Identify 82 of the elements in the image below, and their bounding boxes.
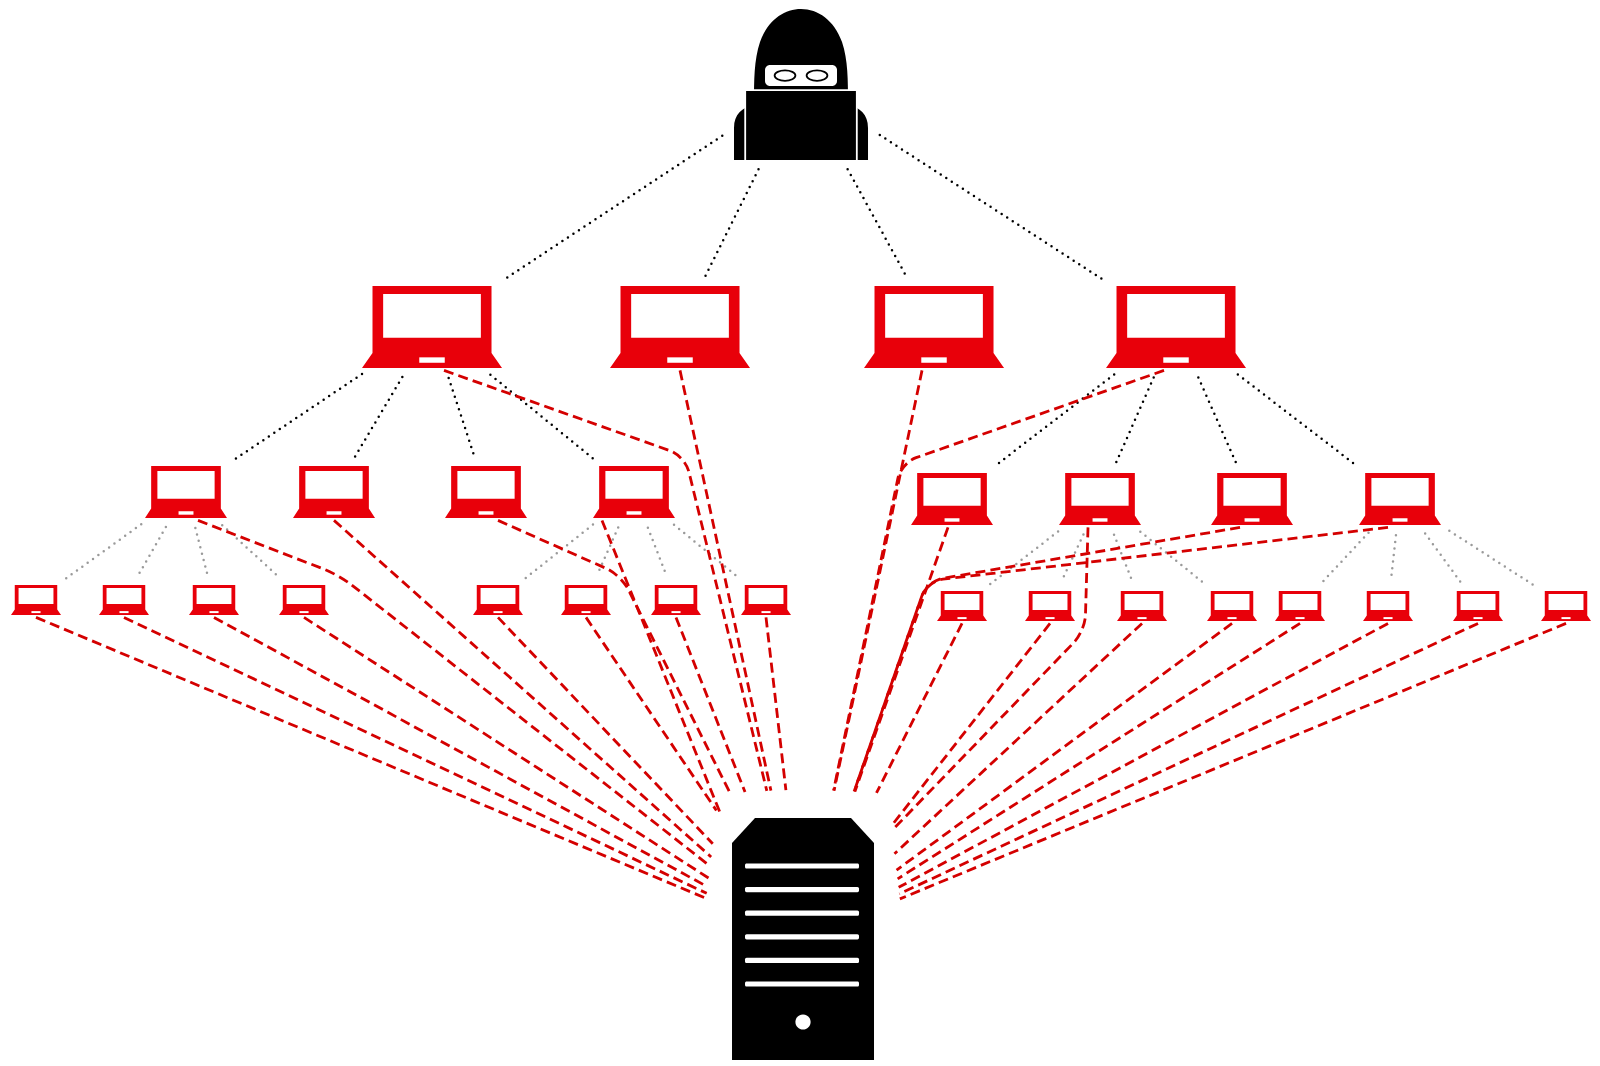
laptop-icon (1363, 591, 1413, 621)
dashed-line (333, 519, 713, 858)
laptop-icon (445, 466, 527, 518)
laptop-icon (864, 286, 1004, 368)
dashed-line (853, 526, 950, 793)
dotted-line (501, 134, 724, 282)
dashed-line (600, 519, 723, 817)
dashed-line (852, 526, 1241, 792)
dotted-line (232, 372, 364, 462)
laptop-icon (11, 585, 61, 615)
laptop-icon (1059, 473, 1141, 525)
dotted-line (1320, 531, 1370, 585)
dotted-line (353, 375, 404, 459)
dotted-line (646, 526, 668, 577)
dashed-line (892, 527, 1090, 830)
dotted-line (703, 168, 760, 278)
laptop-icon (610, 286, 750, 368)
laptop-icon (145, 466, 227, 518)
laptop-icon (651, 585, 701, 615)
server-icon (732, 818, 874, 1060)
dotted-line (447, 376, 476, 458)
laptop-icon (293, 466, 375, 518)
dashed-line (896, 622, 1301, 881)
laptop-icon (741, 585, 791, 615)
hacker-icon (734, 9, 868, 161)
laptop-icon (1211, 473, 1293, 525)
dotted-line (1197, 376, 1238, 465)
laptop-icon (1541, 591, 1591, 621)
dotted-line (846, 167, 908, 279)
dashed-line (890, 622, 1052, 827)
laptop-icon (1359, 473, 1441, 525)
dotted-line (220, 523, 282, 580)
dotted-line (194, 526, 209, 577)
dotted-line (1389, 534, 1398, 582)
dotted-line (489, 373, 596, 461)
dotted-line (1423, 532, 1463, 584)
dotted-line (1236, 373, 1359, 468)
laptop-icon (189, 585, 239, 615)
dashed-line (197, 519, 711, 868)
dotted-line (1448, 529, 1535, 587)
dotted-line (595, 526, 620, 577)
laptop-icon (593, 466, 675, 518)
dashed-line (674, 616, 747, 793)
dashed-line (898, 622, 1389, 889)
laptop-icon (911, 473, 993, 525)
dotted-line (1060, 533, 1085, 583)
laptop-icon (1106, 286, 1246, 368)
dashed-line (497, 616, 714, 845)
dotted-line (988, 530, 1060, 586)
laptop-icon (279, 585, 329, 615)
dotted-line (1112, 533, 1134, 583)
dotted-line (993, 373, 1116, 468)
dotted-line (523, 523, 595, 580)
dotted-line (136, 525, 168, 578)
dashed-line (303, 616, 710, 880)
laptop-icon (1453, 591, 1503, 621)
dashed-line (584, 616, 718, 812)
dashed-line (852, 526, 1389, 792)
dotted-line (878, 133, 1106, 282)
laptop-icon (937, 591, 987, 621)
dashed-line (764, 617, 788, 791)
dashed-line (895, 622, 1233, 872)
dotted-line (672, 523, 741, 580)
dashed-line (893, 622, 1143, 855)
laptop-icon (1117, 591, 1167, 621)
dashed-line (443, 369, 769, 792)
laptop-icon (473, 585, 523, 615)
dashed-line (678, 370, 773, 791)
dashed-line (875, 622, 964, 794)
laptop-icon (561, 585, 611, 615)
dashed-line (497, 519, 732, 794)
laptop-icon (1207, 591, 1257, 621)
dashed-line (832, 370, 924, 791)
laptop-icon (362, 286, 502, 368)
dotted-line (64, 523, 143, 580)
laptop-icon (1275, 591, 1325, 621)
dashed-line (213, 616, 709, 888)
dotted-line (1114, 376, 1155, 465)
dotted-line (1139, 530, 1207, 586)
laptop-icon (99, 585, 149, 615)
dashed-line (832, 369, 1165, 791)
laptop-icon (1025, 591, 1075, 621)
